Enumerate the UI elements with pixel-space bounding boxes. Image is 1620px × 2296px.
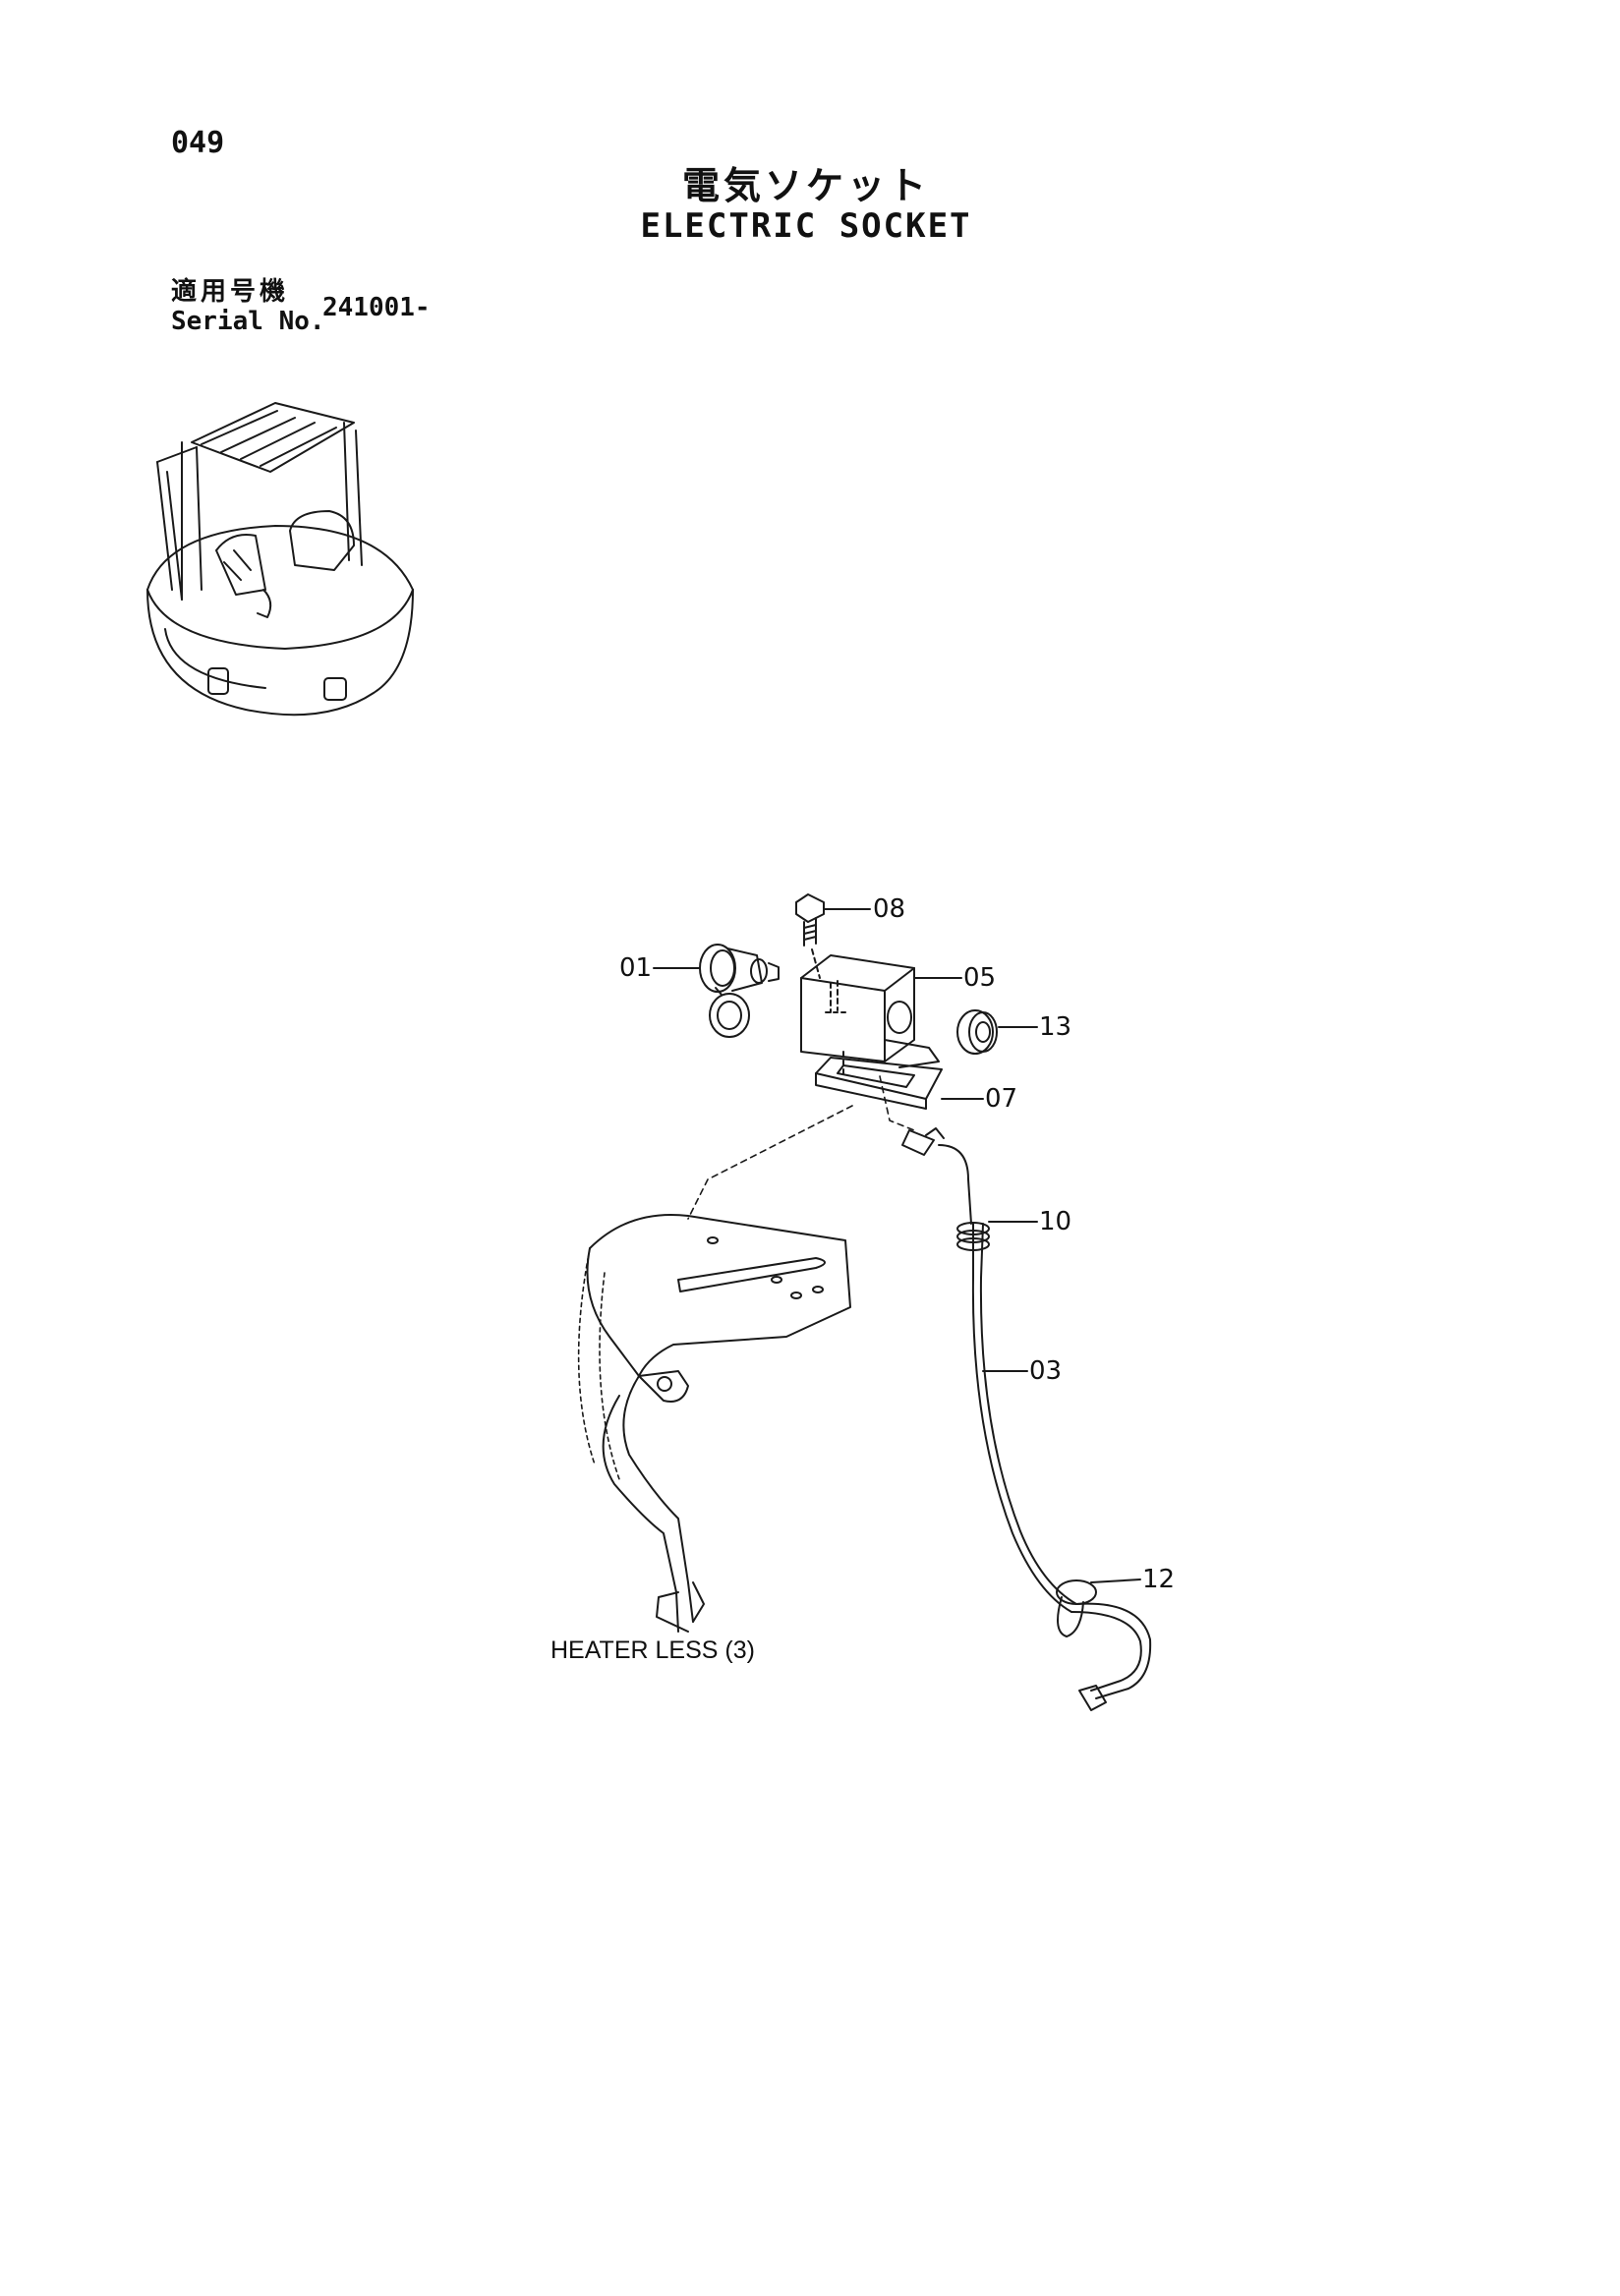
callout-05: 05: [963, 963, 997, 993]
part-12-tie: [1056, 1578, 1141, 1637]
callout-01: 01: [619, 953, 653, 983]
part-13-grommet: [956, 1009, 1038, 1055]
part-08-bolt: [795, 893, 871, 979]
callout-10: 10: [1039, 1207, 1072, 1236]
callout-03: 03: [1029, 1356, 1063, 1386]
heater-less-note: HEATER LESS (3): [550, 1636, 755, 1664]
serial-number-value: 241001-: [322, 293, 431, 322]
callout-07: 07: [985, 1084, 1018, 1114]
part-07-gasket: [815, 1051, 984, 1110]
callout-08: 08: [873, 894, 906, 924]
serial-label-japanese: 適用号機: [171, 277, 290, 307]
title-english: ELECTRIC SOCKET: [640, 206, 972, 246]
machine-thumbnail: [146, 402, 414, 717]
part-03-harness: [901, 1127, 1152, 1711]
title-japanese: 電気ソケット: [681, 164, 930, 207]
part-10-clip: [956, 1221, 1038, 1251]
part-05-bracket: [800, 954, 962, 1068]
heater-less-bracket: [577, 1214, 851, 1633]
callout-13: 13: [1039, 1012, 1072, 1042]
part-01-socket: [653, 944, 780, 1038]
callout-12: 12: [1142, 1565, 1176, 1594]
serial-label-english: Serial No.: [171, 307, 325, 336]
page-number: 049: [171, 126, 225, 160]
